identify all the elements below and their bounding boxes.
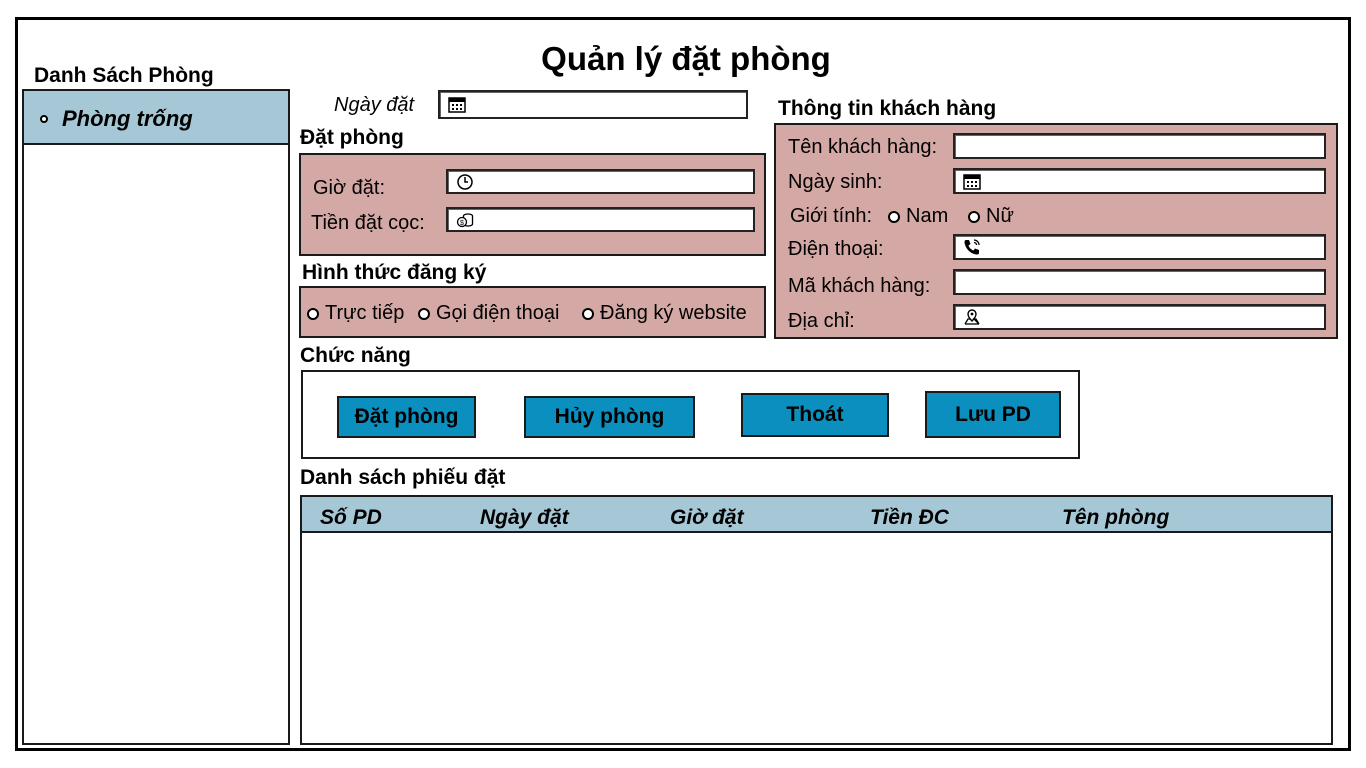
radio-icon [418, 307, 430, 320]
calendar-icon [963, 174, 981, 190]
customer-name-label: Tên khách hàng: [788, 136, 937, 158]
radio-icon [888, 210, 900, 223]
deposit-input[interactable]: $ [446, 207, 755, 232]
radio-male[interactable]: Nam [888, 205, 948, 228]
booking-date-input[interactable] [438, 90, 748, 119]
dob-input[interactable] [953, 168, 1326, 194]
booking-heading: Đặt phòng [300, 126, 404, 149]
booking-panel: Giờ đặt: Tiền đặt cọc: $ [299, 153, 766, 256]
address-input[interactable] [953, 304, 1326, 330]
radio-icon [40, 115, 48, 123]
cancel-room-button[interactable]: Hủy phòng [524, 396, 695, 438]
registration-heading: Hình thức đăng ký [302, 261, 487, 284]
radio-icon [307, 307, 319, 320]
room-list-heading: Danh Sách Phòng [34, 64, 214, 87]
table-header: Số PD Ngày đặt Giờ đặt Tiền ĐC Tên phòng [302, 497, 1331, 533]
page-title: Quản lý đặt phòng [541, 40, 831, 77]
registration-panel: Trực tiếp Gọi điện thoại Đăng ký website [299, 286, 766, 338]
customer-code-input[interactable] [953, 269, 1326, 295]
table-body[interactable] [302, 535, 1331, 743]
booking-list-heading: Danh sách phiếu đặt [300, 466, 506, 489]
room-list-panel: Phòng trống [22, 89, 290, 745]
column-header[interactable]: Số PD [320, 506, 382, 529]
radio-female[interactable]: Nữ [968, 205, 1014, 228]
phone-input[interactable] [953, 234, 1326, 260]
customer-heading: Thông tin khách hàng [778, 97, 997, 120]
exit-button[interactable]: Thoát [741, 393, 889, 437]
radio-phone[interactable]: Gọi điện thoại [418, 302, 559, 325]
booking-date-label: Ngày đặt [334, 94, 415, 116]
radio-website[interactable]: Đăng ký website [582, 302, 747, 325]
gender-label: Giới tính: [790, 205, 873, 227]
radio-direct[interactable]: Trực tiếp [307, 302, 404, 325]
column-header[interactable]: Ngày đặt [480, 506, 569, 529]
customer-code-label: Mã khách hàng: [788, 275, 931, 297]
room-list-item-label: Phòng trống [62, 106, 193, 131]
calendar-icon [448, 97, 466, 113]
radio-icon [582, 307, 594, 320]
dob-label: Ngày sinh: [788, 171, 883, 193]
customer-panel: Tên khách hàng: Ngày sinh: Giới tính: Na… [774, 123, 1338, 339]
column-header[interactable]: Tên phòng [1062, 506, 1170, 529]
window-frame: Quản lý đặt phòng Danh Sách Phòng Phòng … [15, 17, 1351, 751]
booking-list-table: Số PD Ngày đặt Giờ đặt Tiền ĐC Tên phòng [300, 495, 1333, 745]
time-label: Giờ đặt: [313, 177, 386, 199]
customer-name-input[interactable] [953, 133, 1326, 159]
clock-icon [457, 174, 473, 190]
radio-icon [968, 210, 980, 223]
map-pin-icon [964, 309, 980, 325]
save-pd-button[interactable]: Lưu PD [925, 391, 1061, 438]
book-room-button[interactable]: Đặt phòng [337, 396, 476, 438]
column-header[interactable]: Tiền ĐC [870, 506, 949, 529]
phone-icon [964, 239, 980, 255]
coins-icon: $ [456, 213, 474, 228]
svg-text:$: $ [460, 220, 464, 227]
functions-panel: Đặt phòng Hủy phòng Thoát Lưu PD [301, 370, 1080, 459]
room-list-item[interactable]: Phòng trống [24, 91, 288, 145]
address-label: Địa chỉ: [788, 310, 855, 332]
functions-heading: Chức năng [300, 344, 411, 367]
column-header[interactable]: Giờ đặt [670, 506, 744, 529]
time-input[interactable] [446, 169, 755, 194]
phone-label: Điện thoại: [788, 238, 884, 260]
deposit-label: Tiền đặt cọc: [311, 212, 425, 234]
